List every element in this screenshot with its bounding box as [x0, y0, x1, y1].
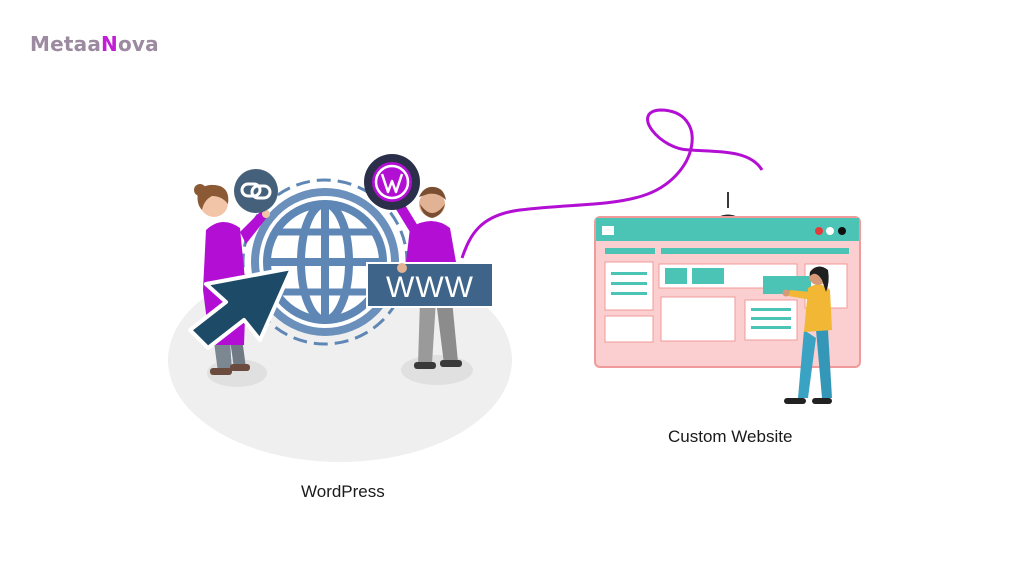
foot-shadow-man: [401, 355, 473, 385]
wordpress-caption: WordPress: [301, 482, 385, 501]
brand-name-accent: N: [101, 32, 118, 56]
brand-name-part1: Metaa: [30, 32, 102, 56]
www-sign-label: WWW: [386, 271, 474, 304]
connector-curve: [460, 108, 764, 259]
wordpress-logo-icon: [364, 154, 420, 210]
custom-website-caption: Custom Website: [668, 427, 793, 446]
woman-with-panel-figure: [763, 266, 832, 404]
www-sign: WWW: [366, 262, 494, 308]
link-icon: [234, 169, 278, 213]
cursor-arrow-icon: [188, 266, 294, 350]
brand-logo[interactable]: MetaaNova: [30, 32, 159, 56]
brand-name-part2: ova: [117, 32, 159, 56]
browser-window: [594, 216, 861, 368]
